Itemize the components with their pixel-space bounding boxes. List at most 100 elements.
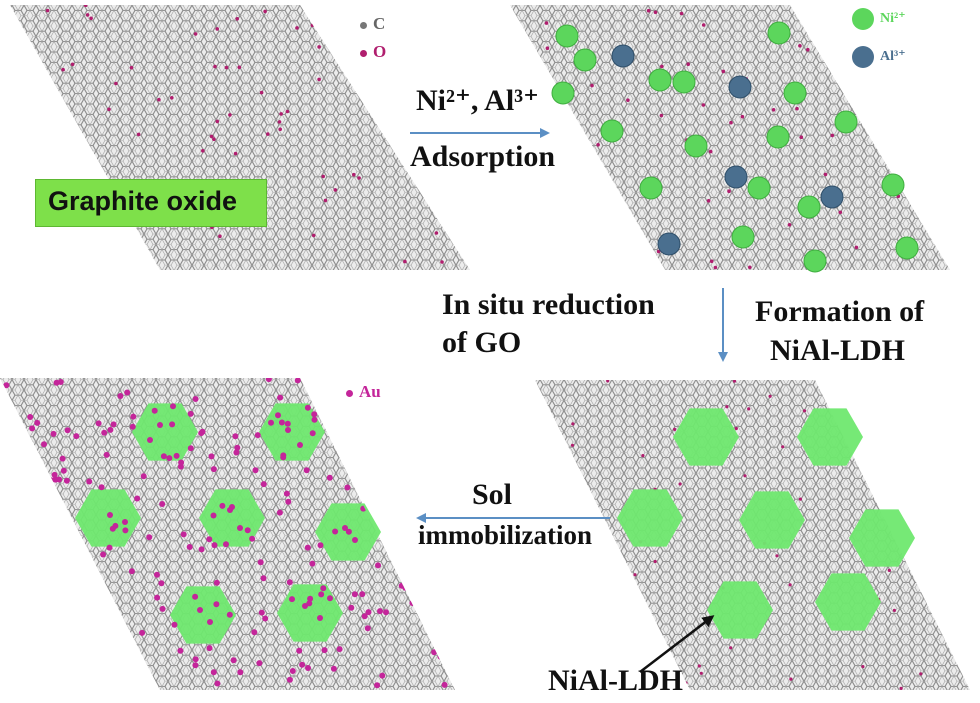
au-particle bbox=[89, 568, 96, 575]
au-particle bbox=[56, 476, 63, 483]
au-particle bbox=[256, 660, 263, 667]
au-particle bbox=[344, 484, 351, 491]
au-particle bbox=[41, 441, 47, 448]
oxygen-atom bbox=[310, 23, 315, 28]
au-particle bbox=[391, 504, 398, 511]
au-particle bbox=[379, 466, 386, 473]
oxygen-atom bbox=[789, 677, 793, 681]
ldh-platelet bbox=[673, 408, 739, 466]
au-particle bbox=[207, 619, 213, 625]
au-particle bbox=[51, 471, 58, 478]
oxygen-atom bbox=[561, 241, 565, 245]
au-particle bbox=[130, 413, 137, 420]
au-particle bbox=[359, 591, 366, 598]
oxygen-atom bbox=[49, 265, 53, 270]
au-particle bbox=[0, 515, 3, 522]
au-particle bbox=[327, 595, 333, 602]
oxygen-atom bbox=[919, 485, 924, 489]
nial-ldh-label: NiAl-LDH bbox=[548, 664, 683, 697]
oxygen-atom bbox=[930, 139, 934, 144]
au-particle bbox=[198, 546, 205, 553]
au-particle bbox=[285, 498, 292, 505]
au-particle bbox=[103, 451, 110, 458]
oxygen-atom bbox=[213, 64, 217, 69]
oxygen-atom bbox=[193, 32, 198, 36]
oxygen-atom bbox=[86, 264, 91, 269]
au-particle bbox=[307, 595, 314, 602]
au-particle bbox=[429, 610, 436, 617]
au-particle bbox=[345, 528, 352, 535]
adsorption-label: Adsorption bbox=[410, 140, 556, 173]
oxygen-atom bbox=[771, 108, 776, 112]
carbon-dot-icon bbox=[360, 21, 367, 29]
au-particle bbox=[330, 665, 337, 672]
oxygen-atom bbox=[861, 665, 865, 669]
au-particle bbox=[289, 596, 295, 603]
au-particle bbox=[297, 442, 303, 448]
au-particle bbox=[85, 621, 92, 628]
oxygen-atom bbox=[317, 77, 321, 82]
oxygen-atom bbox=[12, 203, 16, 208]
au-particle bbox=[109, 525, 116, 532]
au-particle bbox=[5, 471, 12, 478]
au-particle bbox=[294, 378, 301, 384]
au-particle bbox=[64, 427, 71, 434]
oxygen-atom bbox=[564, 196, 568, 200]
au-particle bbox=[352, 537, 358, 543]
au-particle bbox=[320, 585, 327, 592]
adsorbed-ions bbox=[551, 21, 919, 273]
legend-oxygen: O bbox=[360, 42, 386, 62]
au-particle bbox=[3, 451, 10, 458]
oxygen-atom bbox=[709, 259, 714, 264]
au-particle bbox=[211, 542, 218, 549]
graphite-oxide-label-box: Graphite oxide bbox=[35, 179, 267, 227]
au-particle bbox=[106, 600, 113, 607]
oxygen-atom bbox=[266, 132, 270, 136]
oxygen-atom bbox=[936, 150, 940, 154]
legend-al: Al³⁺ bbox=[852, 46, 906, 68]
au-particle bbox=[251, 629, 258, 636]
au-particle bbox=[343, 440, 349, 447]
au-particle bbox=[9, 441, 15, 448]
au-particle bbox=[439, 400, 446, 407]
au-particle bbox=[63, 477, 70, 484]
au-particle bbox=[342, 525, 348, 531]
oxygen-atom bbox=[19, 44, 24, 48]
ni-ion bbox=[551, 81, 575, 105]
oxygen-atom bbox=[734, 426, 738, 431]
ni-ion bbox=[555, 24, 579, 48]
ldh-platelet bbox=[170, 586, 236, 644]
ni-ion bbox=[731, 225, 755, 249]
oxygen-atom bbox=[951, 567, 955, 571]
oxygen-atom bbox=[591, 602, 595, 607]
au-particle bbox=[138, 662, 145, 669]
oxygen-atom bbox=[795, 106, 799, 111]
au-particle bbox=[276, 509, 283, 516]
au-particle bbox=[309, 430, 316, 437]
au-particle bbox=[206, 536, 213, 543]
au-particle bbox=[311, 416, 318, 423]
au-particle bbox=[8, 482, 15, 489]
ni-ion bbox=[783, 81, 807, 105]
oxygen-atom bbox=[904, 31, 908, 35]
au-particle bbox=[214, 680, 221, 687]
au-particle bbox=[74, 623, 81, 630]
oxygen-atom bbox=[201, 149, 205, 153]
au-particle bbox=[159, 501, 166, 507]
oxygen-atom bbox=[701, 103, 706, 107]
au-particle bbox=[277, 394, 284, 401]
au-particle bbox=[110, 421, 117, 428]
au-particle bbox=[59, 455, 66, 462]
oxygen-atom bbox=[747, 407, 751, 411]
oxygen-atom bbox=[788, 583, 792, 587]
au-particle bbox=[10, 530, 17, 537]
al-ion bbox=[820, 185, 844, 209]
au-particle bbox=[286, 676, 293, 683]
oxygen-atom bbox=[321, 174, 326, 179]
au-particle bbox=[40, 573, 47, 580]
sheet-graphite-oxide bbox=[10, 5, 470, 270]
au-particle bbox=[42, 618, 49, 625]
au-particle bbox=[226, 611, 233, 618]
sol-label-line2: immobilization bbox=[418, 520, 592, 550]
legend-au-label: Au bbox=[359, 382, 381, 401]
